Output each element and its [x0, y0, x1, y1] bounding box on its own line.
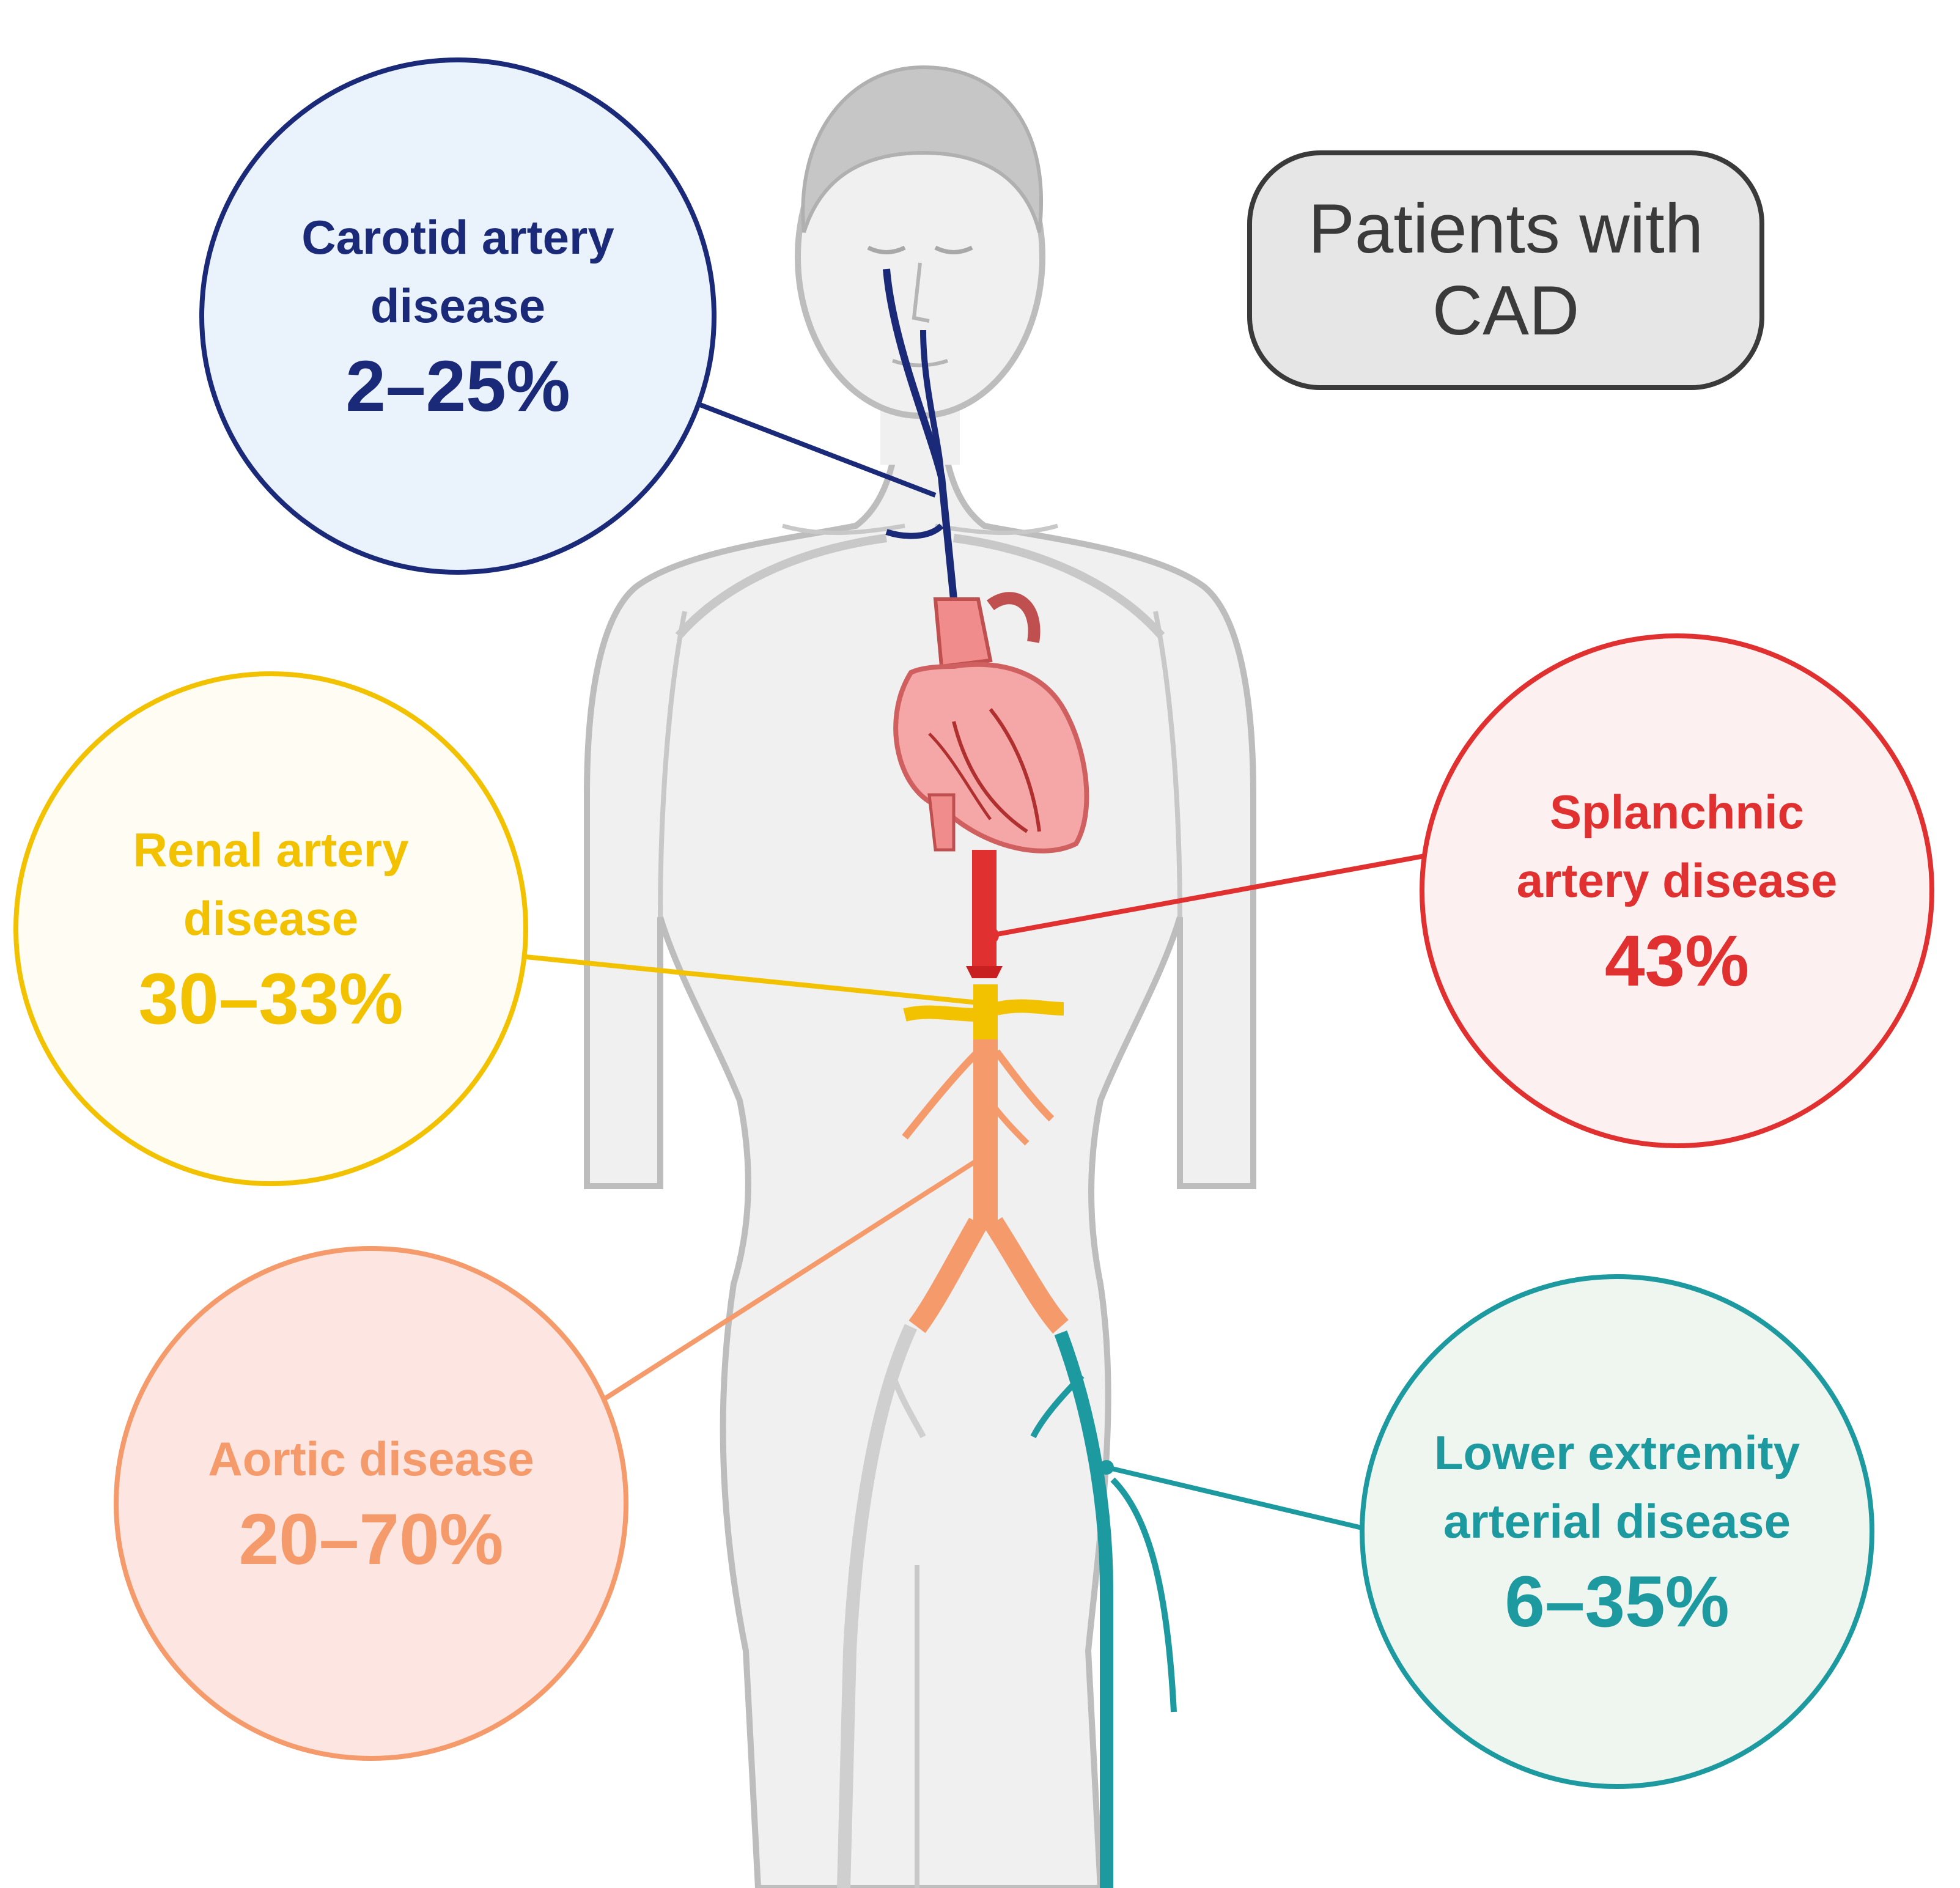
- patients-with-cad-box: Patients with CAD: [1247, 150, 1764, 390]
- carotid-label: Carotid artery disease: [301, 210, 614, 333]
- aortic-value: 20–70%: [238, 1499, 504, 1580]
- aortic-disease-circle: Aortic disease 20–70%: [114, 1246, 628, 1761]
- renal-leader-line: [525, 954, 979, 1005]
- lower-extremity-value: 6–35%: [1505, 1562, 1730, 1642]
- patients-with-cad-text: Patients with CAD: [1308, 190, 1704, 350]
- splanchnic-value: 43%: [1604, 921, 1750, 1001]
- abdominal-aorta: [591, 1039, 1069, 1409]
- carotid-leader-line: [696, 401, 937, 498]
- aortic-label: Aortic disease: [208, 1432, 534, 1486]
- renal-value: 30–33%: [138, 959, 403, 1039]
- lower-extremity-artery: [1030, 1330, 1365, 1888]
- lower-extremity-disease-circle: Lower extremity arterial disease 6–35%: [1360, 1274, 1874, 1789]
- descending-aorta: [966, 850, 1425, 978]
- splanchnic-disease-circle: Splanchnic artery disease 43%: [1420, 633, 1934, 1148]
- carotid-value: 2–25%: [345, 346, 570, 427]
- renal-artery: [525, 954, 1064, 1039]
- heart-icon: [893, 592, 1089, 854]
- splanchnic-leader-line: [990, 854, 1425, 938]
- renal-label: Renal artery disease: [133, 823, 409, 945]
- carotid-artery: [696, 268, 957, 600]
- renal-disease-circle: Renal artery disease 30–33%: [13, 671, 528, 1186]
- body-silhouette: [584, 425, 1256, 1888]
- aortic-leader-line: [591, 1159, 977, 1409]
- lower-extremity-label: Lower extremity arterial disease: [1434, 1426, 1800, 1548]
- splanchnic-label: Splanchnic artery disease: [1516, 785, 1838, 907]
- lower-leader-line: [1106, 1465, 1365, 1531]
- carotid-disease-circle: Carotid artery disease 2–25%: [199, 57, 717, 575]
